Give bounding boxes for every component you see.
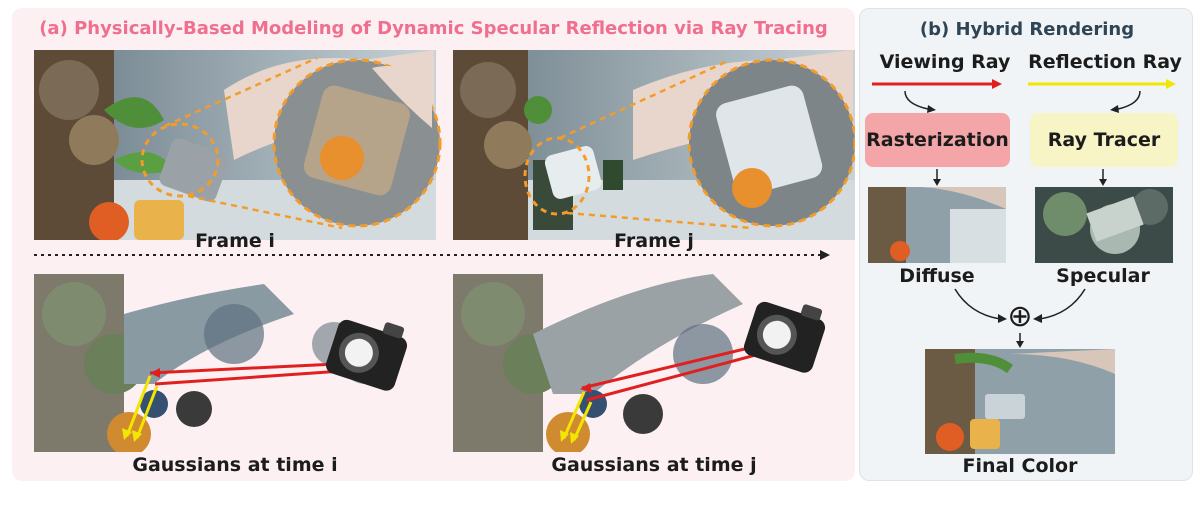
panel-a-title: (a) Physically-Based Modeling of Dynamic… <box>39 18 828 39</box>
ray-tracer-box: Ray Tracer <box>1030 113 1178 167</box>
frame-j-label: Frame j <box>614 230 694 252</box>
final-color-image <box>925 349 1115 454</box>
reflection-ray-label: Reflection Ray <box>1028 51 1182 73</box>
diffuse-label: Diffuse <box>899 265 975 287</box>
frame-zoom-overlay <box>34 56 855 260</box>
oplus-icon: ⊕ <box>1007 299 1033 334</box>
zoom-circle-j <box>687 58 855 228</box>
panel-b: (b) Hybrid Rendering Viewing Ray Reflect… <box>859 8 1193 481</box>
ray-overlay <box>122 301 826 444</box>
specular-image <box>1035 187 1173 263</box>
camera-icon <box>325 319 408 391</box>
gaussians-i-label: Gaussians at time i <box>132 454 338 476</box>
diffuse-image <box>868 187 1006 263</box>
final-color-label: Final Color <box>962 455 1078 477</box>
panel-b-title: (b) Hybrid Rendering <box>919 19 1135 40</box>
flow-overlay <box>868 79 1176 454</box>
reflection-rays-i <box>122 375 159 442</box>
frame-i-label: Frame i <box>195 230 275 252</box>
gaussians-j-label: Gaussians at time j <box>551 454 757 476</box>
panel-a: (a) Physically-Based Modeling of Dynamic… <box>12 8 855 481</box>
reflection-rays-j <box>560 391 593 444</box>
zoom-circle-i <box>272 58 442 228</box>
viewing-ray-label: Viewing Ray <box>879 51 1011 73</box>
viewing-rays-i <box>149 361 358 386</box>
camera-icon <box>743 301 826 373</box>
specular-label: Specular <box>1056 265 1150 287</box>
rasterization-box: Rasterization <box>865 113 1010 167</box>
